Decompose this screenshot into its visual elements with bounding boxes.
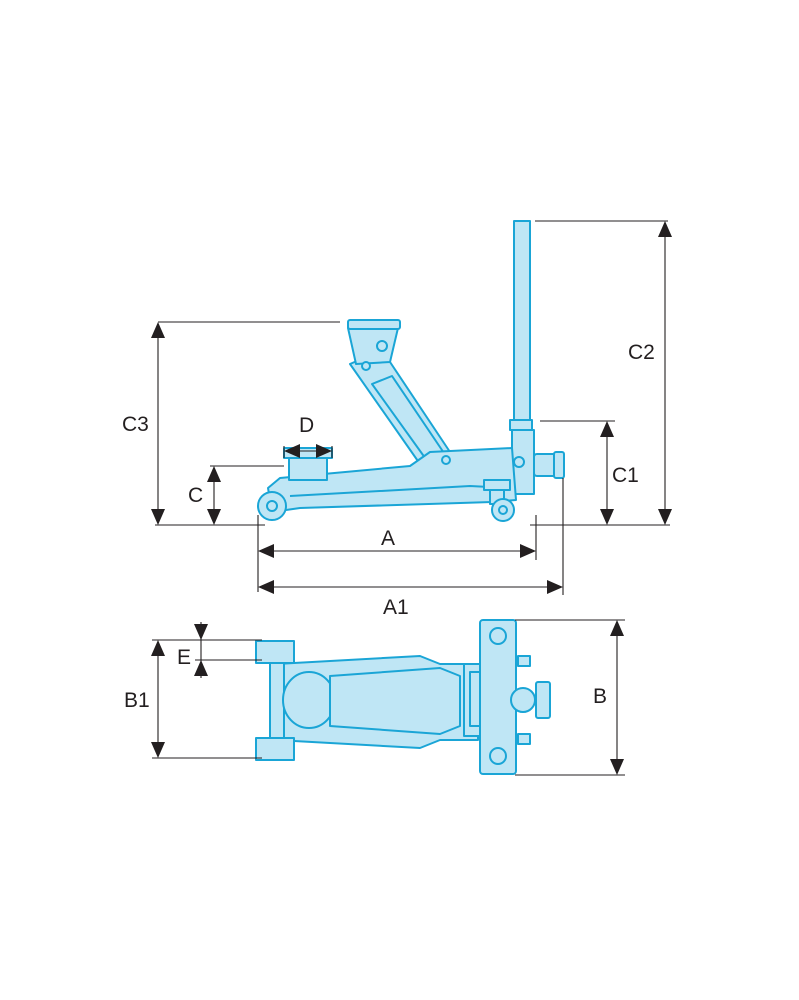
arrow-b1-top: [151, 640, 165, 656]
label-a1: A1: [383, 596, 409, 619]
arrow-a1-right: [547, 580, 563, 594]
arm-pivot-top: [376, 340, 388, 352]
label-e: E: [177, 646, 191, 669]
jack-side-view: [257, 220, 565, 522]
label-d: D: [299, 414, 314, 437]
arrow-a-right: [520, 544, 536, 558]
saddle-top: [347, 319, 401, 330]
arrow-b1-bottom: [151, 742, 165, 758]
label-c3: C3: [122, 413, 149, 436]
arrow-c3-top: [151, 322, 165, 338]
arrow-c1-top: [600, 421, 614, 437]
caster-mount: [483, 479, 511, 491]
jack-top-view: [255, 619, 551, 775]
jack-handle: [513, 220, 531, 425]
arrow-d-right: [316, 444, 332, 458]
top-valve-tip-2: [517, 733, 531, 745]
arrow-c2-top: [658, 221, 672, 237]
rear-caster-top-right: [489, 747, 507, 765]
frame-pivot-1: [441, 455, 451, 465]
arrow-c-top: [207, 466, 221, 482]
top-handle-socket: [510, 687, 536, 713]
rear-caster-top-left: [489, 627, 507, 645]
rear-caster-hub: [498, 505, 508, 515]
label-c2: C2: [628, 341, 655, 364]
front-cup-base: [288, 457, 328, 481]
arrow-a-left: [258, 544, 274, 558]
front-wheel-left: [255, 640, 295, 664]
arrow-e-top: [194, 624, 208, 640]
handle-socket: [509, 419, 533, 431]
label-c: C: [188, 484, 203, 507]
dimension-labels: C3 C D A A1 C1 C2 B1 E B: [122, 341, 655, 712]
label-c1: C1: [612, 464, 639, 487]
top-lift-arm: [329, 667, 461, 735]
arrow-c1-bottom: [600, 509, 614, 525]
frame-pivot-2: [513, 456, 525, 468]
arrow-b-top: [610, 620, 624, 636]
saddle-post: [347, 327, 399, 365]
top-valve-tip: [517, 655, 531, 667]
label-b1: B1: [124, 689, 150, 712]
arrow-c3-bottom: [151, 509, 165, 525]
front-wheel-right: [255, 737, 295, 761]
top-saddle: [282, 671, 336, 729]
arrow-d-left: [284, 444, 300, 458]
front-axle: [269, 659, 285, 745]
release-valve: [533, 453, 557, 477]
arrow-c2-bottom: [658, 509, 672, 525]
top-valve: [535, 681, 551, 719]
valve-knob: [553, 451, 565, 479]
label-b: B: [593, 685, 607, 708]
extension-lines: [152, 220, 670, 776]
arrow-e-bottom: [194, 660, 208, 676]
arrow-b-bottom: [610, 759, 624, 775]
arrow-c-bottom: [207, 509, 221, 525]
dimension-lines: [151, 220, 672, 776]
arrow-a1-left: [258, 580, 274, 594]
arm-pivot-mid: [361, 361, 371, 371]
front-wheel-hub: [266, 500, 278, 512]
label-a: A: [381, 527, 395, 550]
